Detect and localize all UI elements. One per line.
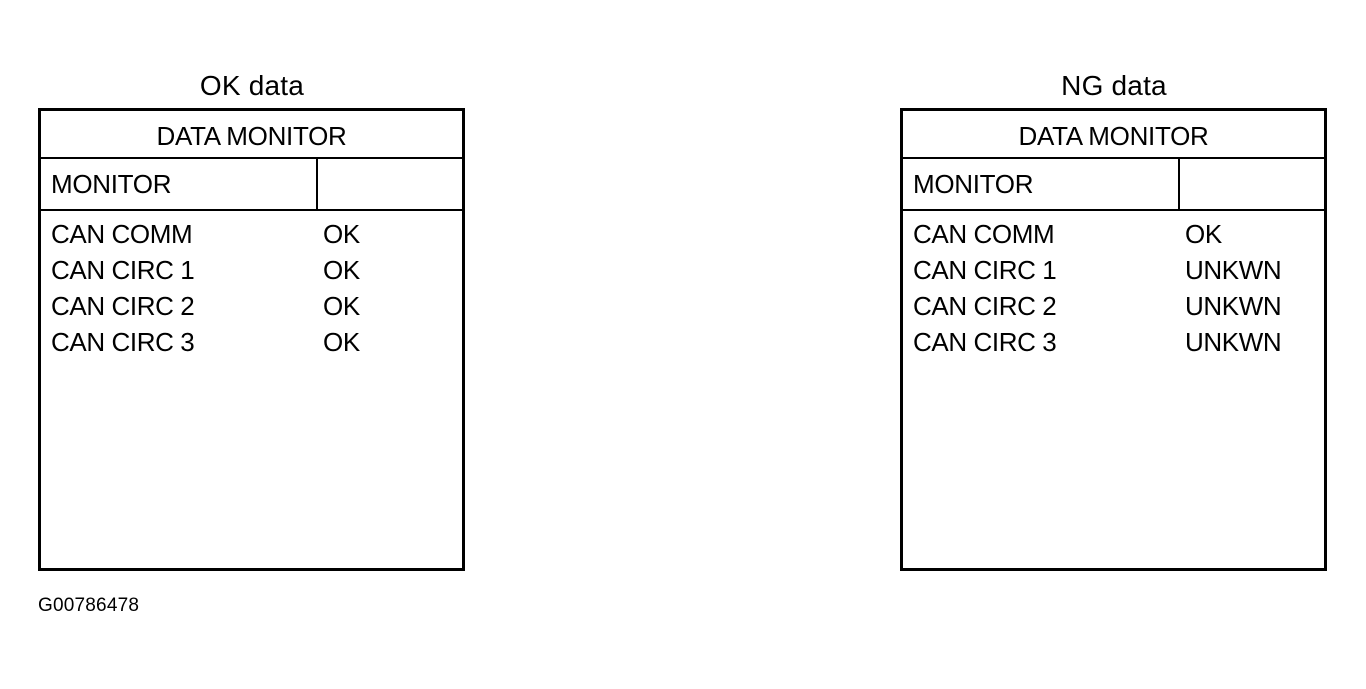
screen-header: DATA MONITOR — [903, 111, 1324, 159]
column-divider — [316, 159, 318, 209]
item-name: CAN COMM — [51, 219, 193, 249]
item-name: CAN COMM — [913, 219, 1055, 249]
data-row-can-circ-1: CAN CIRC 1 OK — [41, 255, 462, 291]
data-row-can-comm: CAN COMM OK — [41, 219, 462, 255]
figure-id: G00786478 — [38, 595, 140, 616]
item-value: OK — [323, 219, 360, 249]
ok-data-title: OK data — [199, 70, 305, 101]
item-value: OK — [323, 255, 360, 285]
item-name: CAN CIRC 1 — [51, 255, 195, 285]
data-row-can-comm: CAN COMM OK — [903, 219, 1324, 255]
ok-data-monitor-screen: DATA MONITOR MONITOR CAN COMM OK CAN CIR… — [38, 108, 465, 571]
item-name: CAN CIRC 3 — [913, 327, 1057, 357]
item-value: UNKWN — [1185, 327, 1282, 357]
item-name: CAN CIRC 2 — [51, 291, 195, 321]
item-name: CAN CIRC 1 — [913, 255, 1057, 285]
item-value: UNKWN — [1185, 255, 1282, 285]
item-value: OK — [323, 291, 360, 321]
data-row-can-circ-1: CAN CIRC 1 UNKWN — [903, 255, 1324, 291]
column-divider — [1178, 159, 1180, 209]
data-row-can-circ-3: CAN CIRC 3 UNKWN — [903, 327, 1324, 363]
data-list: CAN COMM OK CAN CIRC 1 UNKWN CAN CIRC 2 … — [903, 211, 1324, 363]
data-row-can-circ-2: CAN CIRC 2 OK — [41, 291, 462, 327]
data-row-can-circ-2: CAN CIRC 2 UNKWN — [903, 291, 1324, 327]
monitor-label: MONITOR — [51, 169, 172, 199]
data-list: CAN COMM OK CAN CIRC 1 OK CAN CIRC 2 OK … — [41, 211, 462, 363]
item-value: OK — [1185, 219, 1222, 249]
item-name: CAN CIRC 2 — [913, 291, 1057, 321]
monitor-header-row: MONITOR — [903, 159, 1324, 211]
data-row-can-circ-3: CAN CIRC 3 OK — [41, 327, 462, 363]
item-name: CAN CIRC 3 — [51, 327, 195, 357]
monitor-label: MONITOR — [913, 169, 1034, 199]
item-value: UNKWN — [1185, 291, 1282, 321]
item-value: OK — [323, 327, 360, 357]
monitor-header-row: MONITOR — [41, 159, 462, 211]
screen-header: DATA MONITOR — [41, 111, 462, 159]
ng-data-title: NG data — [1061, 70, 1167, 101]
ng-data-monitor-screen: DATA MONITOR MONITOR CAN COMM OK CAN CIR… — [900, 108, 1327, 571]
